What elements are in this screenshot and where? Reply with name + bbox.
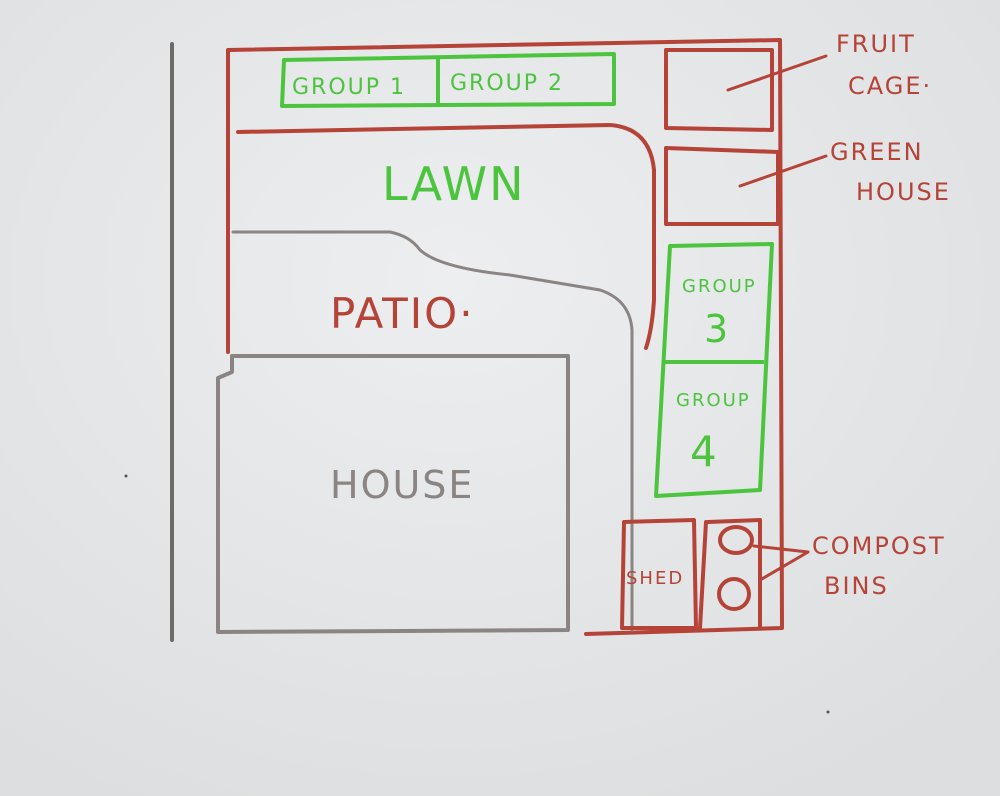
shed-label: SHED	[626, 568, 684, 589]
fruit-cage-pointer	[726, 54, 828, 92]
garden-boundary	[226, 38, 784, 636]
greenhouse-label-line2: HOUSE	[856, 178, 951, 206]
compost-area	[698, 518, 762, 630]
greenhouse-label-line1: GREEN	[830, 138, 924, 166]
compost-pointer	[752, 544, 810, 582]
compost-label-line2: BINS	[824, 572, 889, 600]
group-1-label: GROUP 1	[292, 75, 406, 100]
house-label: HOUSE	[330, 463, 474, 507]
lawn-label: LAWN	[382, 157, 526, 211]
compost-bin-1	[718, 525, 754, 555]
fruit-cage-box	[664, 48, 774, 132]
board-speck	[826, 710, 830, 714]
group-3-label: GROUP	[682, 276, 757, 297]
group-3-number: 3	[704, 307, 730, 351]
beds-group-3-4	[654, 242, 774, 498]
group-2-label: GROUP 2	[450, 71, 564, 96]
compost-bin-2	[717, 577, 751, 611]
board-speck	[124, 474, 128, 478]
compost-label-line1: COMPOST	[812, 532, 946, 560]
shed-box	[620, 518, 698, 630]
fruit-cage-label-line1: FRUIT	[836, 30, 916, 58]
greenhouse-box	[664, 146, 780, 226]
group-4-number: 4	[690, 427, 719, 476]
beds-group-1-2	[280, 52, 616, 108]
greenhouse-pointer	[738, 154, 828, 188]
patio-label: PATIO·	[330, 289, 475, 338]
group-4-label: GROUP	[676, 390, 751, 411]
patio-edge	[231, 230, 634, 632]
lawn-edge	[236, 122, 656, 350]
house-outline	[216, 354, 570, 634]
fruit-cage-label-line2: CAGE·	[848, 72, 932, 100]
